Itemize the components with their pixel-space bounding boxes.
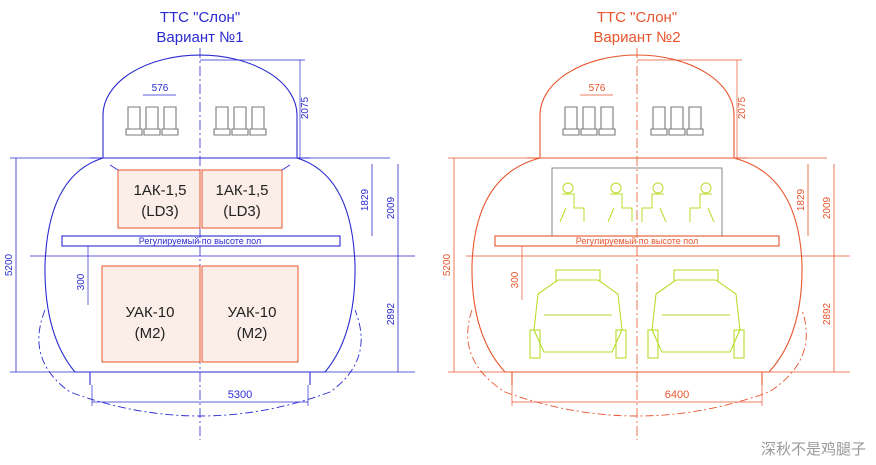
variant1-fuselage: [44, 157, 356, 373]
variant2-vehicles: [529, 269, 745, 359]
armored-vehicle-icon: [647, 269, 745, 359]
variant1-floor-label: Регулируемый по высоте пол: [139, 236, 261, 246]
variant2-dim-upper: 1829: [796, 188, 807, 211]
seat-icon: [249, 106, 267, 136]
variant1-container-lower-2-line1: УАК-10: [228, 304, 277, 321]
seat-icon: [686, 106, 704, 136]
seat-icon: [213, 106, 231, 136]
soldier-icon: [607, 182, 633, 223]
variant1-container-upper-2-line1: 1АК-1,5: [216, 182, 269, 199]
variant1-dim-upper: 1829: [360, 188, 371, 211]
variant1-container-lower-1-line1: УАК-10: [126, 304, 175, 321]
variant1-dim-seat: 576: [152, 83, 169, 94]
variant1-upper-containers: [109, 164, 291, 229]
seat-icon: [668, 106, 686, 136]
variant2-dim-gap: 300: [510, 271, 521, 288]
variant1-seats: [125, 106, 267, 136]
variant1-dim-lower: 2892: [386, 302, 397, 325]
seat-icon: [143, 106, 161, 136]
variant1-container-upper-1-line2: (LD3): [141, 203, 179, 220]
seat-icon: [650, 106, 668, 136]
container-ld3-right: [201, 169, 283, 229]
variant1-container-upper-1-line1: 1АК-1,5: [134, 182, 187, 199]
variant1-dim-top: 2075: [300, 96, 311, 119]
variant2-dim-lower: 2892: [822, 302, 833, 325]
container-m2-left: [101, 265, 201, 363]
variant2-dim-seat: 576: [589, 83, 606, 94]
variant2-upper-dome: [539, 54, 735, 158]
variant1-dim-upper2: 2009: [386, 196, 397, 219]
watermark: 深秋不是鸡腿子: [760, 440, 866, 458]
armored-vehicle-icon: [529, 269, 627, 359]
variant1-container-lower-2-line2: (М2): [237, 325, 268, 342]
variant1-title-line2: Вариант №1: [156, 29, 243, 46]
variant1-lower-outer-arc: [38, 309, 362, 417]
seat-icon: [598, 106, 616, 136]
variant1-dim-width: 5300: [228, 389, 252, 401]
variant1-dim-total: 5200: [4, 253, 15, 276]
container-m2-right: [201, 265, 299, 363]
soldier-icon: [641, 182, 667, 223]
seat-icon: [161, 106, 179, 136]
variant2-dim-upper2: 2009: [822, 196, 833, 219]
variant1-adjustable-floor: [61, 235, 341, 247]
variant1-diagram: ТТС "Слон" Вариант №1 576 2075: [4, 9, 415, 440]
variant2-fuselage: [471, 157, 803, 373]
variant2-lower-outer-arc: [467, 309, 807, 417]
seat-icon: [580, 106, 598, 136]
variant2-floor-label: Регулируемый по высоте пол: [576, 236, 698, 246]
container-ld3-left: [117, 169, 201, 229]
variant2-soldiers: [559, 182, 715, 223]
variant2-title-line2: Вариант №2: [593, 29, 680, 46]
seat-icon: [231, 106, 249, 136]
soldier-icon: [559, 182, 585, 223]
variant1-title-line1: ТТС "Слон": [160, 9, 240, 26]
seat-icon: [562, 106, 580, 136]
seat-icon: [125, 106, 143, 136]
variant2-dim-total: 5200: [442, 253, 453, 276]
variant2-title-line1: ТТС "Слон": [597, 9, 677, 26]
variant1-container-upper-2-line2: (LD3): [223, 203, 261, 220]
variant1-container-lower-1-line2: (М2): [135, 325, 166, 342]
variant2-dim-width: 6400: [665, 389, 689, 401]
variant2-dim-top: 2075: [737, 96, 748, 119]
variant1-dim-gap: 300: [76, 273, 87, 290]
variant2-adjustable-floor: [494, 235, 780, 247]
variant1-upper-dome: [102, 54, 298, 158]
variant2-diagram: ТТС "Слон" Вариант №2 576 2075: [442, 9, 850, 440]
soldier-icon: [689, 182, 715, 223]
variant2-seats: [562, 106, 704, 136]
